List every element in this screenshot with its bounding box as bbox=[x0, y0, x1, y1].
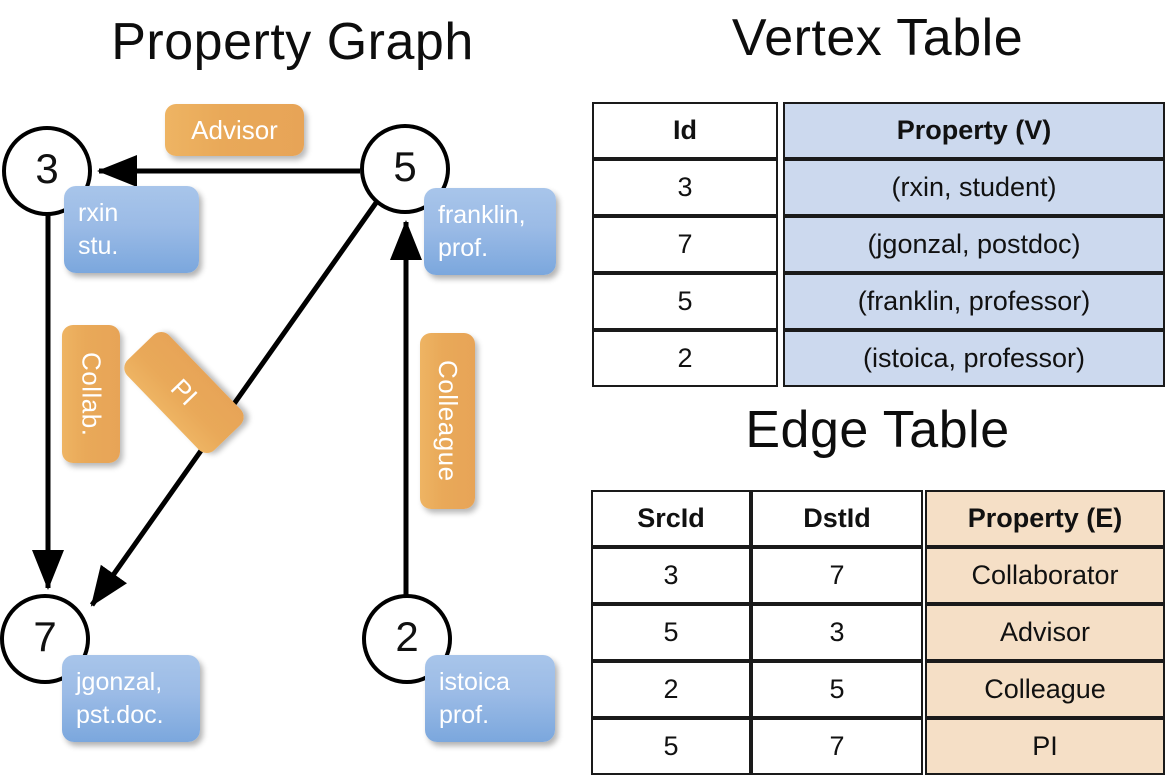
graph-node-2-label: 2 bbox=[395, 613, 419, 660]
vertex-table-header-id: Id bbox=[592, 102, 778, 159]
table-header-row: SrcId DstId bbox=[591, 490, 923, 547]
vertex-table-cell-property: (franklin, professor) bbox=[783, 273, 1165, 330]
edge-table-header-dstid: DstId bbox=[751, 490, 923, 547]
table-row: PI bbox=[925, 718, 1165, 775]
edge-table-cell-dst: 7 bbox=[751, 547, 923, 604]
vertex-property-callout-istoica: istoica prof. bbox=[425, 655, 555, 742]
vertex-property-line: franklin, bbox=[438, 201, 526, 229]
graph-edges-svg bbox=[32, 155, 422, 607]
graph-node-2[interactable]: 2 bbox=[362, 594, 452, 684]
vertex-table-cell-id: 2 bbox=[592, 330, 778, 387]
table-row: (rxin, student) bbox=[783, 159, 1165, 216]
vertex-property-line: stu. bbox=[78, 232, 119, 260]
edge-label-colleague: Colleague bbox=[420, 333, 475, 509]
edge-label-collab-text: Collab. bbox=[76, 351, 107, 437]
edge-table-cell-dst: 3 bbox=[751, 604, 923, 661]
edge-table-cell-property: Collaborator bbox=[925, 547, 1165, 604]
table-row: Advisor bbox=[925, 604, 1165, 661]
edge-label-advisor-text: Advisor bbox=[191, 114, 278, 145]
edge-table-cell-dst: 7 bbox=[751, 718, 923, 775]
edge-label-colleague-text: Colleague bbox=[433, 360, 463, 482]
table-header-row: Property (E) bbox=[925, 490, 1165, 547]
edge-label-pi-text: PI bbox=[165, 372, 204, 412]
vertex-property-line: pst.doc. bbox=[76, 701, 164, 729]
table-header-row: Id bbox=[592, 102, 778, 159]
edge-table-cell-src: 5 bbox=[591, 718, 751, 775]
table-row: 5 bbox=[592, 273, 778, 330]
edge-table-src-dst-columns: SrcId DstId 3 7 5 3 2 5 5 7 bbox=[591, 490, 923, 775]
table-header-row: Property (V) bbox=[783, 102, 1165, 159]
vertex-table-cell-id: 7 bbox=[592, 216, 778, 273]
table-row: 3 7 bbox=[591, 547, 923, 604]
vertex-table-cell-property: (rxin, student) bbox=[783, 159, 1165, 216]
table-row: 2 bbox=[592, 330, 778, 387]
vertex-property-line: prof. bbox=[439, 701, 490, 729]
edge-table-header-srcid: SrcId bbox=[591, 490, 751, 547]
vertex-table-header-property: Property (V) bbox=[783, 102, 1165, 159]
edge-label-collab: Collab. bbox=[62, 325, 120, 463]
graph-node-3-label: 3 bbox=[35, 145, 59, 192]
edge-table-header-property: Property (E) bbox=[925, 490, 1165, 547]
table-row: Collaborator bbox=[925, 547, 1165, 604]
table-row: 5 3 bbox=[591, 604, 923, 661]
edge-table-cell-dst: 5 bbox=[751, 661, 923, 718]
graph-node-5[interactable]: 5 bbox=[360, 124, 450, 214]
table-row: (jgonzal, postdoc) bbox=[783, 216, 1165, 273]
table-row: (istoica, professor) bbox=[783, 330, 1165, 387]
edge-table-cell-property: Advisor bbox=[925, 604, 1165, 661]
vertex-property-callout-rxin: rxin stu. bbox=[64, 186, 199, 273]
table-row: (franklin, professor) bbox=[783, 273, 1165, 330]
vertex-property-line: istoica bbox=[439, 668, 510, 696]
table-row: 7 bbox=[592, 216, 778, 273]
vertex-table-cell-property: (istoica, professor) bbox=[783, 330, 1165, 387]
vertex-table-cell-id: 3 bbox=[592, 159, 778, 216]
graph-node-7-label: 7 bbox=[33, 613, 57, 660]
edge-table-cell-src: 5 bbox=[591, 604, 751, 661]
page-title-edge-table: Edge Table bbox=[745, 401, 1010, 459]
vertex-table-property-column: Property (V) (rxin, student) (jgonzal, p… bbox=[783, 102, 1165, 387]
vertex-property-line: prof. bbox=[438, 234, 489, 262]
vertex-property-line: jgonzal, bbox=[76, 668, 163, 696]
edge-table-cell-src: 3 bbox=[591, 547, 751, 604]
vertex-property-callout-franklin: franklin, prof. bbox=[424, 188, 556, 275]
graph-node-5-label: 5 bbox=[393, 143, 417, 190]
edge-label-advisor: Advisor bbox=[165, 104, 304, 156]
vertex-table-id-column: Id 3 7 5 2 bbox=[592, 102, 778, 387]
table-row: 2 5 bbox=[591, 661, 923, 718]
property-graph-diagram: 3 5 7 2 rxin stu. franklin, prof. jgonza… bbox=[0, 0, 585, 760]
vertex-table-cell-property: (jgonzal, postdoc) bbox=[783, 216, 1165, 273]
vertex-table-cell-id: 5 bbox=[592, 273, 778, 330]
table-row: Colleague bbox=[925, 661, 1165, 718]
edge-table-property-column: Property (E) Collaborator Advisor Collea… bbox=[925, 490, 1165, 775]
edge-table-cell-property: Colleague bbox=[925, 661, 1165, 718]
vertex-property-callout-jgonzal: jgonzal, pst.doc. bbox=[62, 655, 200, 742]
edge-5-to-7-pi bbox=[89, 198, 381, 607]
table-row: 3 bbox=[592, 159, 778, 216]
edge-table-cell-src: 2 bbox=[591, 661, 751, 718]
page-title-property-graph: Property Graph bbox=[111, 13, 474, 71]
vertex-property-line: rxin bbox=[78, 199, 119, 227]
edge-table-cell-property: PI bbox=[925, 718, 1165, 775]
table-row: 5 7 bbox=[591, 718, 923, 775]
page-title-vertex-table: Vertex Table bbox=[731, 9, 1024, 67]
